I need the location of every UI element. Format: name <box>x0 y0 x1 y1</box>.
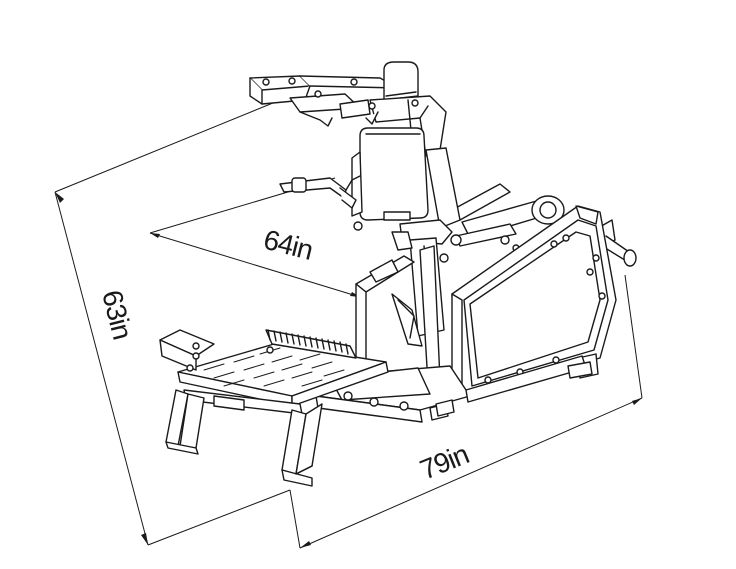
rear-foot <box>435 361 593 417</box>
shoulder-yoke <box>249 61 447 157</box>
back-pad <box>351 127 429 231</box>
front-legs <box>159 329 323 487</box>
length-dimension-label: 79in <box>416 438 473 485</box>
left-handle <box>279 175 361 209</box>
height-dimension-label: 63in <box>96 287 138 342</box>
left-rear-frame <box>355 255 423 369</box>
weight-horns <box>450 183 637 267</box>
dimension-lines <box>54 95 643 549</box>
width-dimension-label: 64in <box>261 224 316 266</box>
machine-frame <box>159 61 637 487</box>
center-column <box>391 147 461 385</box>
